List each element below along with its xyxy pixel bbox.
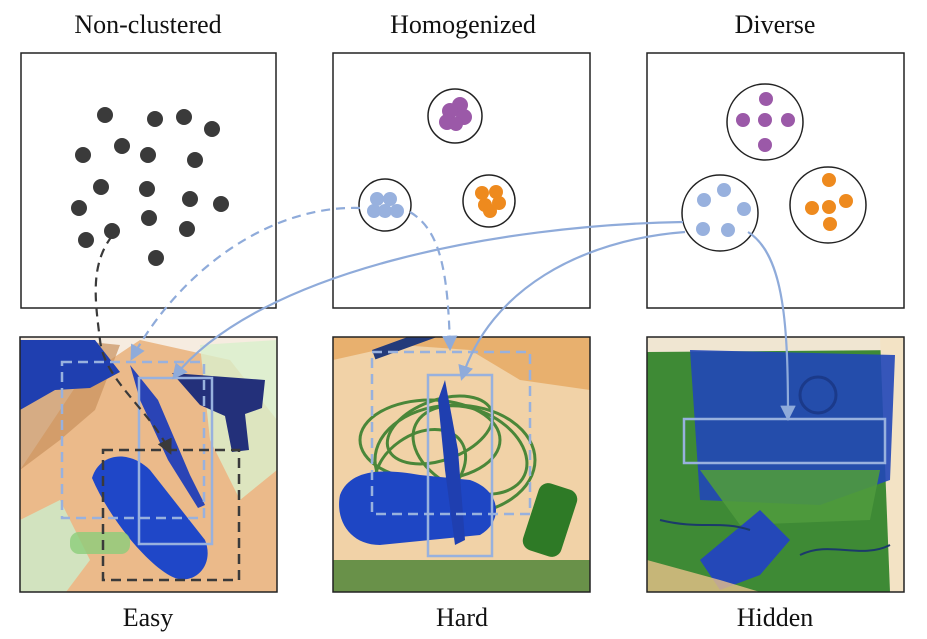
caption-hard: Hard [436,603,488,632]
point [187,152,203,168]
xray-frame-easy [19,336,278,593]
arrow-diverse-to-easy [172,220,684,380]
diverse-cluster-blue [681,174,759,252]
diverse-cluster-purple [726,83,804,161]
diverse-cluster-orange [789,166,867,244]
point [75,147,91,163]
arrow-diverse-to-hidden [747,231,796,422]
panel-title-homogenized: Homogenized [390,10,536,39]
point [71,200,87,216]
homogenized-cluster-purple [427,88,483,144]
point [182,191,198,207]
point [204,121,220,137]
point [140,147,156,163]
arrow-diverse-to-hard [458,230,686,381]
point [104,223,120,239]
point [147,111,163,127]
xray-frame-hidden [646,336,905,593]
arrow-homogenized-to-hard [409,211,458,352]
point [176,109,192,125]
point [114,138,130,154]
arrow-homogenized-to-easy [130,206,361,361]
point [213,196,229,212]
arrow-dark-dashed [94,235,172,455]
xray-frame-hard [332,336,591,593]
point [93,179,109,195]
point [97,107,113,123]
arrows [94,206,796,455]
homogenized-cluster-orange [462,174,516,228]
point [141,210,157,226]
panel-title-diverse: Diverse [735,10,816,39]
point [139,181,155,197]
bbox-dashed-blue [60,360,206,520]
xray-image-hidden [647,337,904,592]
panel-non-clustered [20,52,277,309]
non-clustered-points [71,107,229,266]
caption-easy: Easy [123,603,174,632]
point [179,221,195,237]
homogenized-cluster-blue [358,178,412,232]
point [148,250,164,266]
panel-title-non-clustered: Non-clustered [74,10,221,39]
caption-hidden: Hidden [737,603,814,632]
point [78,232,94,248]
